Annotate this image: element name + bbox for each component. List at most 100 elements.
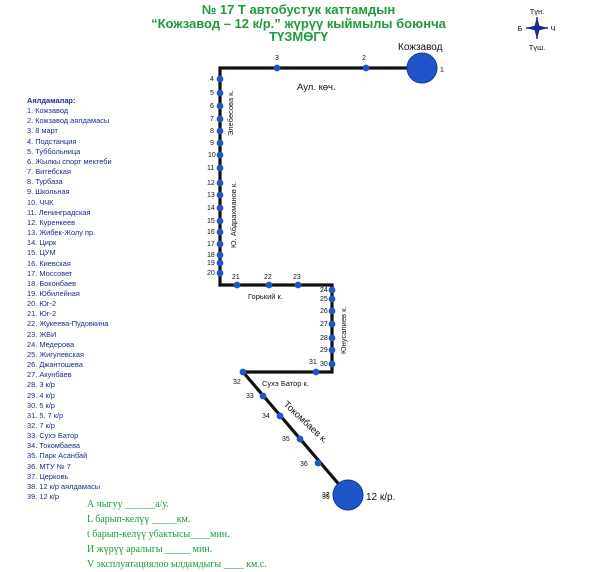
stop-number-label: 8 (210, 128, 214, 135)
legend-item: 31. 5, 7 к/р (27, 410, 64, 420)
stop-marker (328, 360, 336, 368)
legend-item: 1. Кожзавод (27, 106, 69, 116)
legend-item: 17. Моссовет (27, 268, 73, 278)
stop-marker (216, 127, 224, 135)
legend-item: 16. Киевская (27, 258, 71, 268)
stop-marker (216, 75, 224, 83)
stop-number-label: 35 (282, 436, 290, 443)
terminal-start-label: Кожзавод (398, 42, 443, 53)
stop-marker (276, 412, 284, 420)
stop-marker (344, 491, 352, 499)
stop-marker (328, 295, 336, 303)
stop-number-label: 13 (207, 192, 215, 199)
legend-item: 27. Акунбаев (27, 370, 72, 380)
stop-marker (216, 217, 224, 225)
stop-number-label: 14 (207, 205, 215, 212)
legend-item: 30. 5 к/р (27, 400, 55, 410)
legend-item: 36. МТУ № 7 (27, 461, 71, 471)
stop-number-label: 2 (362, 55, 366, 62)
stop-marker (296, 435, 304, 443)
stop-marker (239, 368, 247, 376)
stop-number-label: 22 (264, 274, 272, 281)
stop-number-label: 6 (210, 103, 214, 110)
stop-number-label: 17 (207, 241, 215, 248)
stop-marker (216, 240, 224, 248)
legend-item: 32. 7 к/р (27, 421, 55, 430)
legend-item: 22. Жукеева-Пудовкина (27, 319, 109, 329)
stop-number-label: 1 (440, 67, 444, 74)
stop-number-label: 34 (262, 413, 270, 420)
legend-item: 35. Парк Асанбай (27, 451, 88, 461)
stop-marker (312, 368, 320, 376)
stop-marker (216, 139, 224, 147)
street-label-gorky: Горький к. (248, 292, 283, 301)
stop-number-label: 10 (208, 152, 216, 159)
legend-item: 26. Джантошева (27, 360, 83, 370)
street-label-abdrakhmanov: Ю. Абдрахманов к. (229, 182, 238, 248)
stop-number-label: 15 (207, 218, 215, 225)
stop-number-label: 12 (207, 180, 215, 187)
compass-north-label: Түн. (530, 7, 545, 16)
legend-item: 2. Кожзавод аялдамасы (27, 116, 110, 126)
stop-marker (216, 102, 224, 110)
stop-number-label: 33 (246, 393, 254, 400)
stop-marker (216, 204, 224, 212)
stop-number-label: 27 (320, 321, 328, 328)
legend-item: 10. ЧЧК (27, 197, 54, 207)
compass-east-label: Ч (551, 24, 556, 33)
stop-number-label: 30 (320, 361, 328, 368)
stop-marker (328, 286, 336, 294)
legend-item: 29. 4 к/р (27, 390, 55, 400)
legend-item: 8. Турбаза (27, 177, 63, 187)
legend-item: 3. 8 март (27, 126, 58, 136)
stop-number-label: 18 (207, 252, 215, 259)
stop-number-label: 29 (320, 347, 328, 354)
form-line-interval: И жүрүү аралыгы _____ мин. (87, 544, 213, 555)
legend-item: 4. Подстанция (27, 136, 77, 146)
stop-number-label: 24 (320, 287, 328, 294)
legend-item: 12. Куренкеев (27, 217, 76, 227)
stop-marker (233, 281, 241, 289)
stop-number-label: 7 (210, 116, 214, 123)
form-line-time: t барып-келүү убактысы____мин. (87, 529, 230, 540)
stop-number-label: 9 (210, 140, 214, 147)
stop-number-label: 36 (300, 461, 308, 468)
stop-marker (294, 281, 302, 289)
street-label-ebelesova: Элебесова к. (226, 90, 235, 136)
legend-item: 37. Церковь (27, 471, 69, 481)
form-line-speed: V эксплуатациялоо ылдамдыгы ____ км.с. (87, 559, 267, 570)
stop-number-label: 20 (207, 270, 215, 277)
map-title-line-1: № 17 Т автобустук каттамдын (201, 2, 396, 17)
stop-number-label: 31 (309, 359, 317, 366)
stop-marker (328, 307, 336, 315)
legend-item: 38. 12 к/р аялдамасы (27, 481, 101, 491)
legend-item: 6. Жылкы спорт мектеби (27, 156, 112, 166)
stop-marker (216, 115, 224, 123)
legend-header: Аялдамалар: (27, 96, 76, 105)
stop-marker (216, 259, 224, 267)
legend-item: 5. Туббольница (27, 146, 81, 156)
stop-number-label: 32 (233, 379, 241, 386)
street-label-yunusaliev: Юнусалиев к. (339, 307, 348, 354)
stop-marker (362, 64, 370, 72)
compass-south-label: Түш. (529, 43, 545, 52)
street-label-sukhe-bator: Сухэ Батор к. (262, 379, 309, 388)
terminal-end-label: 12 к/р. (366, 492, 395, 503)
stop-marker (216, 89, 224, 97)
map-title-line-2: “Кожзавод – 12 к/р.” жүрүү кыймылы боюнч… (151, 16, 446, 31)
stop-marker (328, 320, 336, 328)
stop-marker (216, 269, 224, 277)
stop-number-label: 4 (210, 76, 214, 83)
legend-item: 15. ЦУМ (27, 248, 56, 258)
stop-marker (216, 251, 224, 259)
terminal-start-marker (406, 52, 438, 84)
legend-item: 23. ЖБИ (27, 329, 57, 339)
form-line-departures: А чыгуу ______а/у. (87, 499, 169, 510)
stop-number-label: 3 (275, 55, 279, 62)
legend-item: 39. 12 к/р (27, 492, 59, 502)
stop-marker (259, 392, 267, 400)
stop-marker (216, 228, 224, 236)
